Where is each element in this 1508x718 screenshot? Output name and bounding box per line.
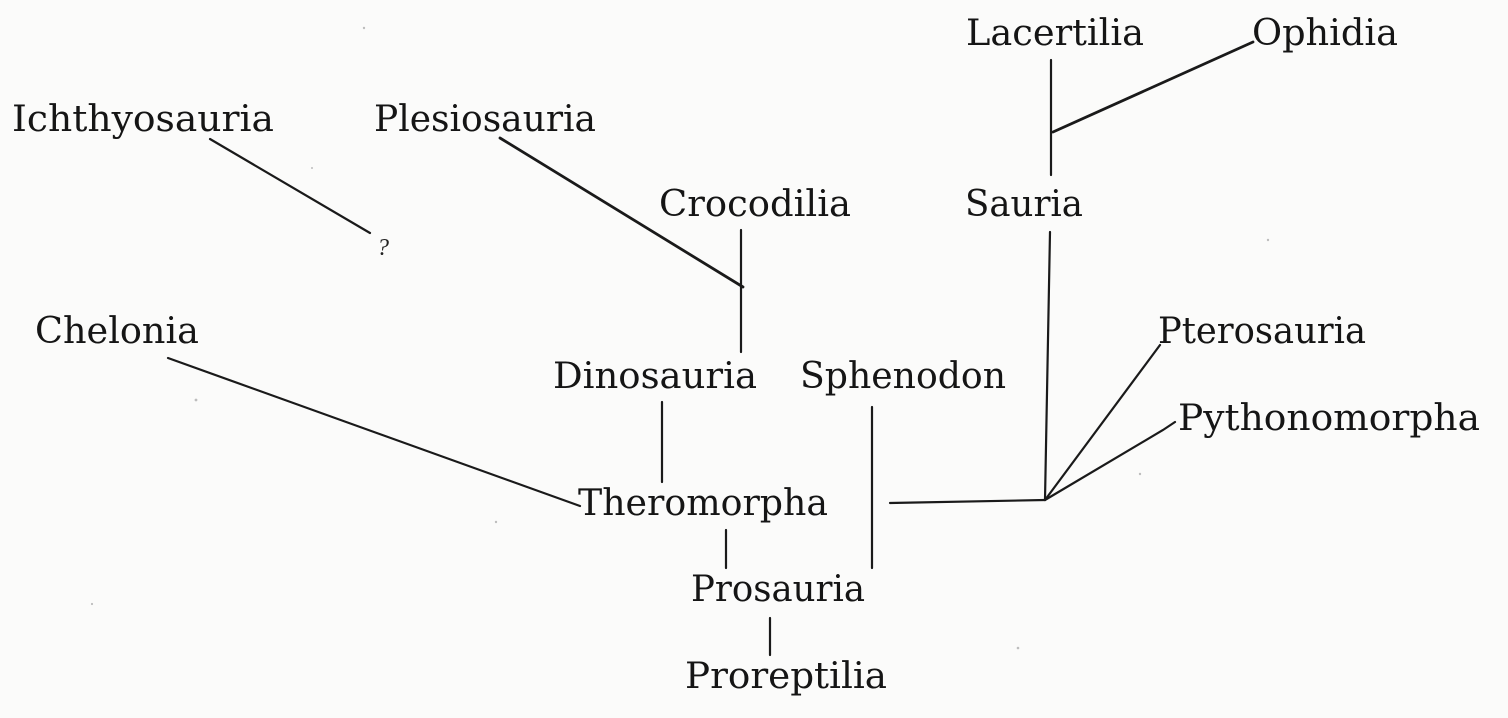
edge-chelonia-theromorpha xyxy=(166,356,582,508)
taxon-sphenodon: Sphenodon xyxy=(800,356,1006,397)
uncertain-affinity-mark: ? xyxy=(377,235,389,261)
edge-ichthyosauria-uncertain xyxy=(208,137,372,235)
edge-plesiosauria-branch xyxy=(498,136,745,289)
edge-pterosauria-junction xyxy=(1043,343,1162,502)
taxon-plesiosauria: Plesiosauria xyxy=(374,99,596,140)
taxon-chelonia: Chelonia xyxy=(35,311,199,352)
tree-edges xyxy=(166,40,1255,657)
taxon-pterosauria: Pterosauria xyxy=(1158,311,1366,352)
paper-specks xyxy=(90,26,1270,650)
taxon-proreptilia: Proreptilia xyxy=(685,656,887,697)
edge-junction-horizontal xyxy=(888,498,1047,505)
taxon-sauria: Sauria xyxy=(965,184,1083,225)
edge-pythonomorpha-junction xyxy=(1043,420,1177,502)
taxon-labels: Lacertilia Ophidia Ichthyosauria Plesios… xyxy=(12,13,1480,697)
edge-sauria-junction xyxy=(1043,230,1052,502)
taxon-lacertilia: Lacertilia xyxy=(966,13,1144,54)
taxon-dinosauria: Dinosauria xyxy=(553,356,757,397)
taxon-ichthyosauria: Ichthyosauria xyxy=(12,99,274,140)
taxon-prosauria: Prosauria xyxy=(691,569,865,610)
taxon-crocodilia: Crocodilia xyxy=(659,184,851,225)
taxon-theromorpha: Theromorpha xyxy=(578,483,828,524)
edge-ophidia-branch xyxy=(1051,40,1255,134)
taxon-ophidia: Ophidia xyxy=(1252,13,1398,54)
taxon-pythonomorpha: Pythonomorpha xyxy=(1178,398,1480,439)
